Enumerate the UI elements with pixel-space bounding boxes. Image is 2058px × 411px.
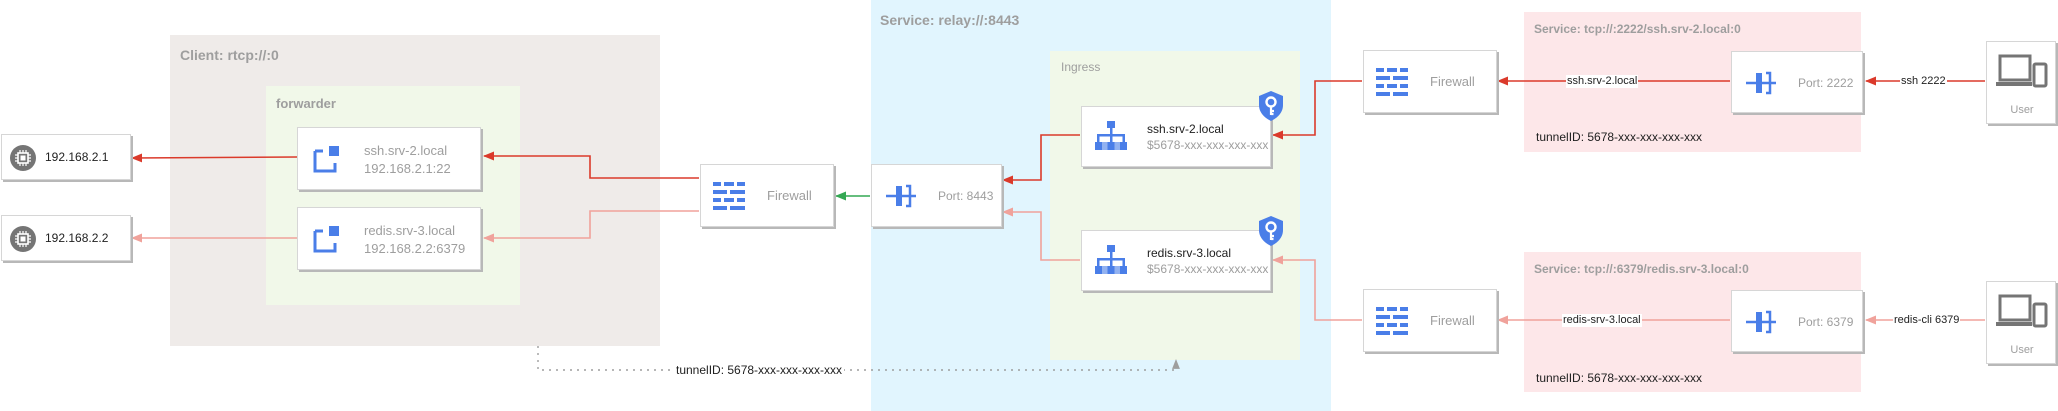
redis-service-tunnel-id: tunnelID: 5678-xxx-xxx-xxx-xxx (1536, 371, 1703, 385)
ssh-service-tunnel-id: tunnelID: 5678-xxx-xxx-xxx-xxx (1536, 130, 1703, 144)
key-shield-icon (1257, 90, 1285, 127)
user-label: User (2010, 104, 2034, 116)
edge-client-firewall-to-forwarder-redis (482, 210, 699, 243)
firewall-icon (1376, 68, 1408, 101)
relay-port-8443[interactable]: Port: 8443 (871, 164, 1002, 227)
forwarder-region-label: forwarder (276, 96, 336, 111)
edge-tunnel-link (537, 346, 1180, 371)
edge-forwarder-ssh-to-host-1 (130, 153, 298, 163)
host-label: 192.168.2.1 (45, 150, 109, 164)
firewall-label: Firewall (767, 188, 812, 203)
ingress-route-ssh[interactable]: ssh.srv-2.local $5678-xxx-xxx-xxx-xxx (1081, 106, 1271, 167)
load-balancer-icon (1095, 120, 1127, 157)
ssh-user[interactable]: User (1986, 41, 2056, 124)
ssh-firewall[interactable]: Firewall (1363, 50, 1497, 113)
forwarder-item-ssh[interactable]: ssh.srv-2.local 192.168.2.1:22 (297, 127, 481, 190)
forwarder-item-name: ssh.srv-2.local (364, 143, 448, 158)
firewall-icon (713, 182, 745, 215)
port-label: Port: 2222 (1798, 76, 1854, 90)
edge-label-redis-srv: redis-srv-3.local (1562, 314, 1642, 327)
edge-ingress-redis-to-port-8443 (1001, 207, 1080, 261)
forwarder-item-name: redis.srv-3.local (364, 223, 456, 238)
firewall-label: Firewall (1430, 313, 1475, 328)
tunnel-link-label: tunnelID: 5678-xxx-xxx-xxx-xxx (674, 363, 845, 377)
edge-client-firewall-to-forwarder-ssh (482, 151, 699, 179)
ingress-region (1050, 51, 1300, 360)
ingress-route-name: ssh.srv-2.local (1147, 122, 1224, 136)
firewall-icon (1376, 307, 1408, 340)
firewall-label: Firewall (1430, 74, 1475, 89)
redis-user[interactable]: User (1986, 281, 2056, 364)
edge-label-ssh-2222: ssh 2222 (1900, 75, 1947, 88)
ingress-route-tunnel: $5678-xxx-xxx-xxx-xxx (1147, 138, 1269, 152)
port-label: Port: 6379 (1798, 315, 1854, 329)
ingress-route-tunnel: $5678-xxx-xxx-xxx-xxx (1147, 262, 1269, 276)
edge-label-redis-cli: redis-cli 6379 (1893, 314, 1961, 327)
client-firewall[interactable]: Firewall (700, 164, 834, 227)
forwarder-item-address: 192.168.2.1:22 (364, 161, 451, 176)
forwarder-item-address: 192.168.2.2:6379 (364, 241, 466, 256)
forwarder-item-redis[interactable]: redis.srv-3.local 192.168.2.2:6379 (297, 207, 481, 270)
chip-icon (9, 225, 37, 258)
port-icon (1746, 69, 1776, 102)
edge-firewall-to-ingress-ssh (1271, 80, 1362, 140)
laptop-icon (1996, 54, 2048, 95)
edge-firewall-to-ingress-redis (1271, 255, 1362, 321)
host-192-168-2-1[interactable]: 192.168.2.1 (1, 134, 131, 180)
laptop-icon (1996, 294, 2048, 335)
ssh-service-label: Service: tcp://:2222/ssh.srv-2.local:0 (1534, 22, 1741, 36)
edge-label-ssh-srv: ssh.srv-2.local (1566, 75, 1639, 88)
ingress-route-name: redis.srv-3.local (1147, 246, 1232, 260)
port-label: Port: 8443 (938, 189, 994, 203)
redis-service-label: Service: tcp://:6379/redis.srv-3.local:0 (1534, 262, 1749, 276)
port-icon (886, 182, 916, 215)
chip-icon (9, 144, 37, 177)
relay-service-label: Service: relay://:8443 (880, 12, 1020, 28)
redis-port-6379[interactable]: Port: 6379 (1731, 290, 1863, 352)
ingress-region-label: Ingress (1061, 60, 1101, 74)
user-label: User (2010, 344, 2034, 356)
load-balancer-icon (1095, 244, 1127, 281)
redis-firewall[interactable]: Firewall (1363, 289, 1497, 352)
key-shield-icon (1257, 215, 1285, 252)
edge-ingress-ssh-to-port-8443 (1001, 134, 1080, 185)
host-label: 192.168.2.2 (45, 231, 109, 245)
ssh-port-2222[interactable]: Port: 2222 (1731, 51, 1863, 113)
client-region-label: Client: rtcp://:0 (180, 47, 279, 63)
external-link-icon (310, 222, 344, 261)
port-icon (1746, 308, 1776, 341)
external-link-icon (310, 142, 344, 181)
host-192-168-2-2[interactable]: 192.168.2.2 (1, 215, 131, 261)
ingress-route-redis[interactable]: redis.srv-3.local $5678-xxx-xxx-xxx-xxx (1081, 230, 1271, 291)
